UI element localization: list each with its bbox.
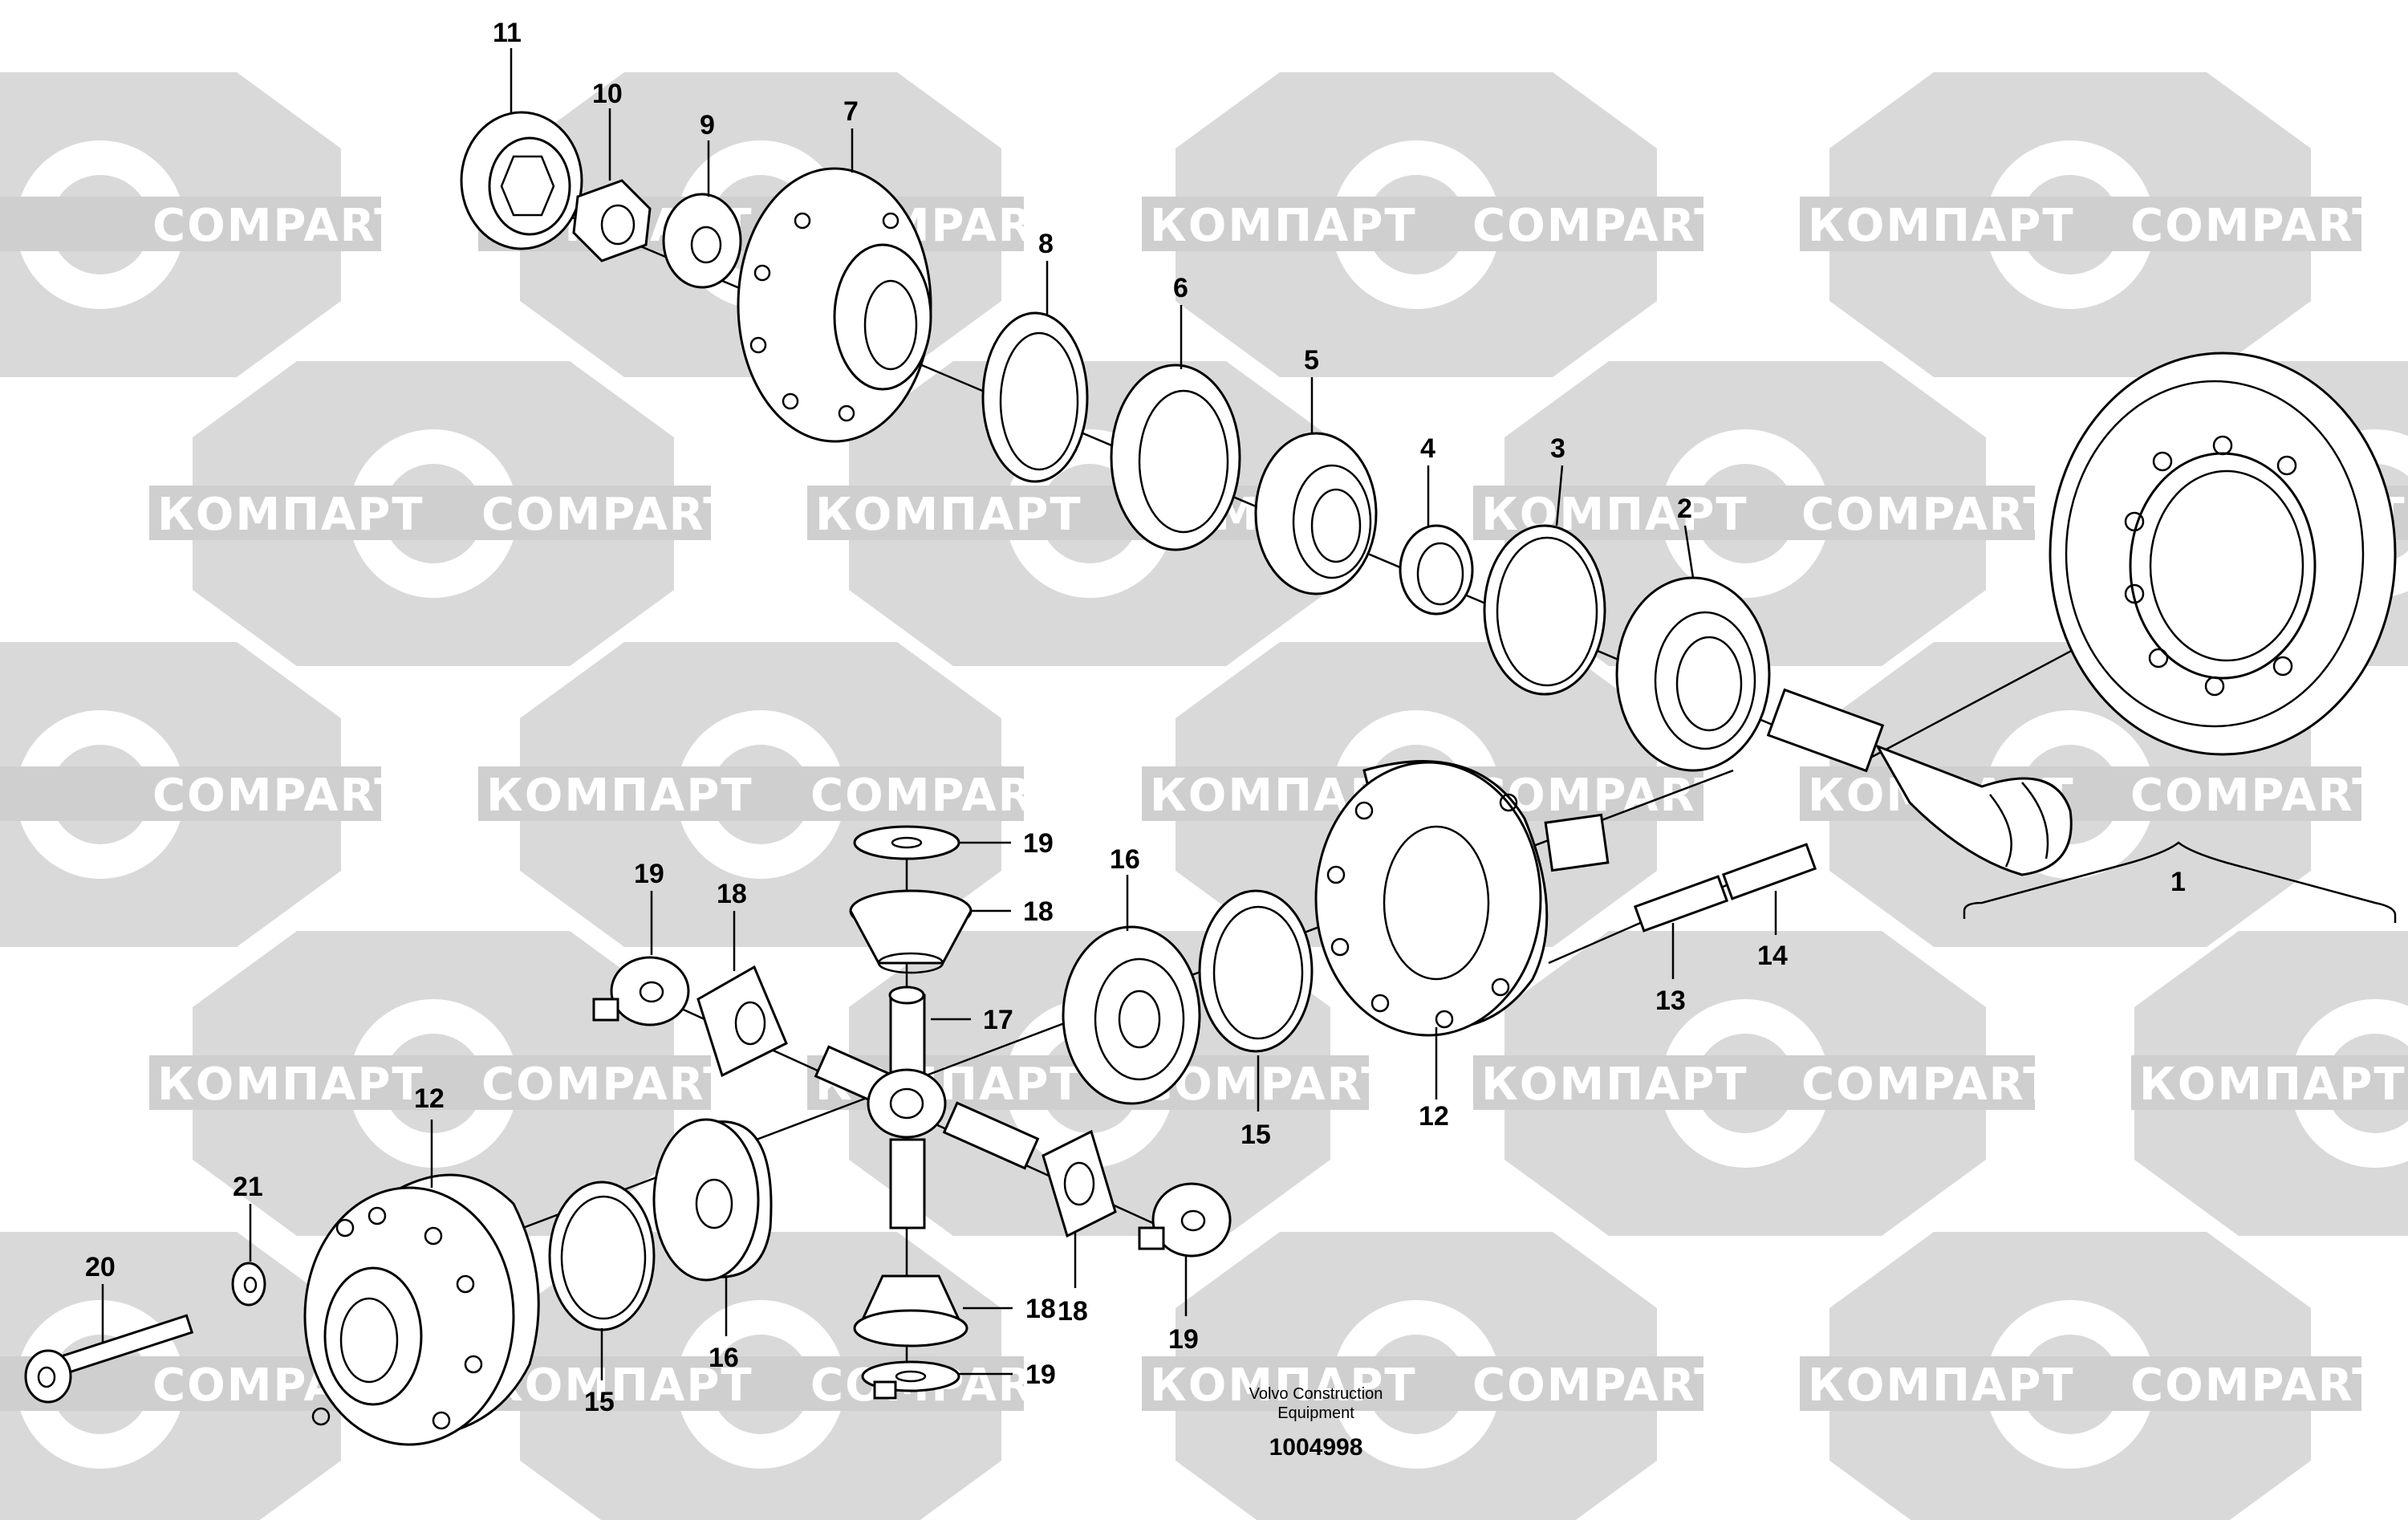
callout-16-right: 16 (1110, 844, 1140, 875)
part-18-pinion-gear-bottom (853, 1274, 968, 1347)
part-6-bearing-cup (1110, 364, 1241, 551)
part-12-housing-left (303, 1173, 540, 1446)
part-19-washer-right (1138, 1182, 1232, 1258)
watermark-label: КОМПАРТ (157, 489, 424, 541)
callout-20: 20 (85, 1252, 116, 1282)
part-3-shim (1483, 524, 1606, 696)
part-4-spacer (1399, 524, 1474, 616)
callout-6: 6 (1173, 273, 1188, 303)
callout-13: 13 (1655, 986, 1686, 1016)
callout-3: 3 (1550, 433, 1565, 464)
callout-15-right: 15 (1241, 1120, 1271, 1150)
callout-4: 4 (1420, 433, 1435, 464)
callout-19-bottom: 19 (1025, 1359, 1056, 1390)
callout-11: 11 (493, 18, 522, 48)
callout-12-left: 12 (414, 1083, 445, 1114)
caption-line-1: Volvo Construction (1249, 1385, 1383, 1403)
callout-12-right: 12 (1419, 1101, 1449, 1132)
callout-18-right: 18 (1058, 1296, 1088, 1327)
part-18-pinion-gear-right (1042, 1129, 1117, 1238)
caption-block: Volvo Construction Equipment 1004998 (1249, 1385, 1383, 1461)
callout-16-left: 16 (709, 1343, 739, 1373)
watermark-label: COMPART (481, 1059, 735, 1111)
part-10-nut (572, 179, 652, 262)
upper-shaft-assembly (460, 111, 2397, 876)
watermark-label: COMPART (481, 489, 735, 541)
leader-3 (1555, 465, 1564, 526)
callout-2: 2 (1677, 494, 1692, 524)
part-21-washer (231, 1262, 266, 1307)
callout-10: 10 (592, 79, 623, 109)
callout-1: 1 (2170, 867, 2186, 897)
part-16-side-gear-right (1062, 925, 1201, 1105)
callout-21: 21 (233, 1172, 263, 1202)
leader-lines (101, 48, 2397, 1380)
watermark-label: COMPART (1801, 489, 2055, 541)
watermark-label: COMPART (152, 200, 406, 252)
callout-19-right: 19 (1168, 1324, 1199, 1355)
callouts: 1 2 3 4 5 6 7 8 9 10 11 12 12 13 14 15 1… (85, 18, 2186, 1417)
watermark-label: КОМПАРТ (1808, 200, 2075, 252)
watermark-label: COMPART (810, 770, 1064, 822)
part-19-washer-left (592, 956, 690, 1026)
watermark-label: COMPART (2130, 770, 2384, 822)
callout-18-top: 18 (1023, 896, 1054, 927)
watermark-label: COMPART (1472, 200, 1726, 252)
callout-19-top: 19 (1023, 828, 1054, 859)
caption-line-2: Equipment (1277, 1404, 1354, 1422)
watermark-label: КОМПАРТ (1150, 1359, 1417, 1412)
part-5-bearing (1254, 432, 1378, 595)
part-14-pin (1721, 843, 1817, 900)
part-1-pinion-shaft (1766, 688, 2073, 876)
callout-9: 9 (700, 110, 715, 140)
callout-19-left: 19 (634, 859, 664, 889)
part-2-bearing (1615, 576, 1771, 772)
watermark-label: КОМПАРТ (815, 489, 1082, 541)
callout-14: 14 (1757, 941, 1788, 971)
watermark-label: COMPART (1801, 1059, 2055, 1111)
callout-5: 5 (1304, 345, 1319, 376)
leader-2 (1683, 525, 1695, 579)
part-18-pinion-gear-left (696, 965, 788, 1078)
part-8-seal (981, 311, 1089, 483)
callout-8: 8 (1038, 229, 1054, 259)
part-9-washer (662, 193, 742, 289)
watermark-label: COMPART (152, 770, 406, 822)
part-17-spider (814, 986, 1040, 1229)
watermark-label: КОМПАРТ (157, 1059, 424, 1111)
part-15-thrust-washer-right (1198, 889, 1314, 1053)
watermark-label: КОМПАРТ (486, 1359, 753, 1412)
callout-18-left: 18 (717, 879, 747, 909)
part-1-ring-gear (2049, 352, 2397, 756)
watermark-label: КОМПАРТ (1808, 1359, 2075, 1412)
part-18-pinion-gear-top (849, 889, 973, 974)
bracket-1 (1963, 841, 2397, 923)
watermark-label: КОМПАРТ (486, 770, 753, 822)
callout-17: 17 (983, 1005, 1013, 1035)
watermark-label: COMPART (1472, 1359, 1726, 1412)
callout-15-left: 15 (584, 1387, 615, 1417)
watermark-label: КОМПАРТ (1481, 1059, 1748, 1111)
part-19-washer-top (853, 825, 960, 860)
callout-7: 7 (843, 96, 859, 127)
callout-18-bottom: 18 (1025, 1294, 1056, 1324)
differential-assembly (24, 760, 1817, 1446)
figure-number: 1004998 (1269, 1434, 1363, 1461)
watermark-label: КОМПАРТ (1150, 200, 1417, 252)
watermark-label: COMPART (2130, 200, 2384, 252)
part-20-bolt (24, 1314, 194, 1404)
watermark-label: COMPART (2130, 1359, 2384, 1412)
part-19-washer-bottom (861, 1360, 960, 1400)
part-13-pin (1633, 875, 1729, 933)
watermark-label: КОМПАРТ (2139, 1059, 2406, 1111)
part-11-cap (460, 111, 583, 250)
part-12-housing-right (1314, 760, 1610, 1037)
part-16-side-gear-left (652, 1118, 773, 1282)
part-7-flange (737, 167, 932, 443)
part-15-thrust-washer-left (548, 1181, 656, 1331)
